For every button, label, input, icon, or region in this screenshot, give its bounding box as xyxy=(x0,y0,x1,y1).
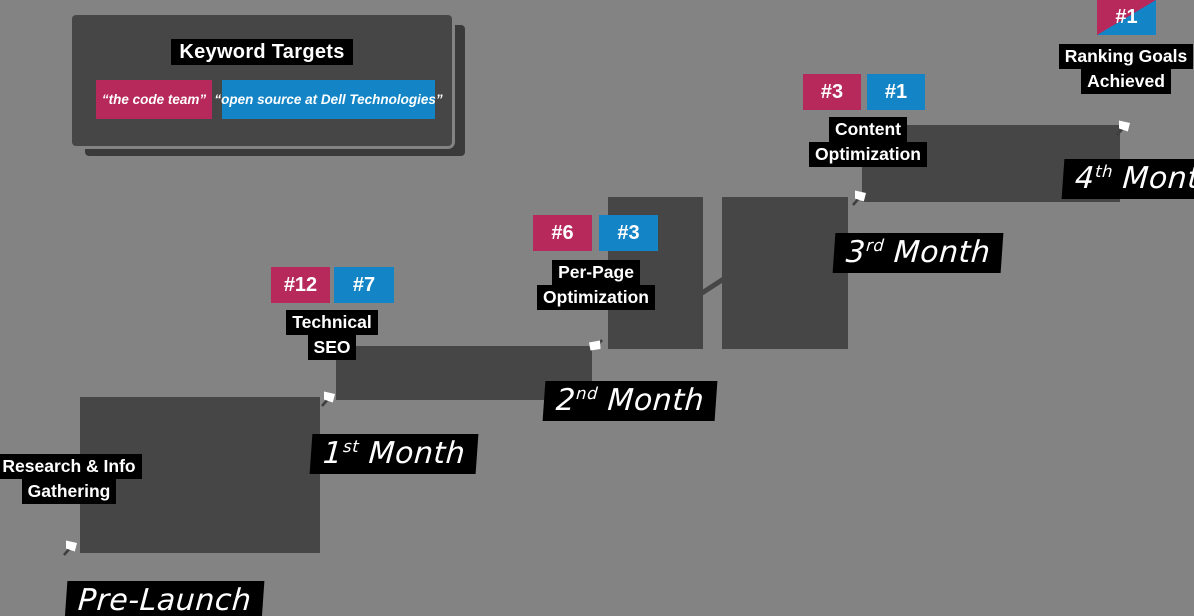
keyword-targets-panel: Keyword Targets “the code team” “open so… xyxy=(72,15,452,146)
keyword-chip-pink: “the code team” xyxy=(96,80,212,119)
rank-badge-blue-month-3: #1 xyxy=(867,74,925,110)
keyword-targets-title: Keyword Targets xyxy=(171,39,353,65)
milestone-flag-icon-month-3 xyxy=(852,190,866,206)
month-label-3rd-month: 3rd Month xyxy=(832,233,1004,273)
rank-badge-split-month-4: #1 xyxy=(1097,0,1156,35)
milestone-flag-icon-month-1 xyxy=(321,391,335,407)
month-label-pre-launch: Pre-Launch xyxy=(64,581,265,616)
month-label-1st-month: 1st Month xyxy=(309,434,479,474)
keyword-chip-row: “the code team” “open source at Dell Tec… xyxy=(96,80,443,119)
rank-badge-pink-month-1: #12 xyxy=(271,267,330,303)
milestone-flag-icon-month-2 xyxy=(589,339,603,351)
month-label-4th-month: 4th Month xyxy=(1061,159,1194,199)
milestone-flag-icon-pre-launch xyxy=(63,540,77,556)
phase-label-per-page-optimization: Per-Page Optimization xyxy=(516,260,676,310)
phase-label-content-optimization: Content Optimization xyxy=(788,117,948,167)
rank-badge-blue-month-2: #3 xyxy=(599,215,658,251)
month-label-2nd-month: 2nd Month xyxy=(542,381,718,421)
milestone-flag-icon-month-4 xyxy=(1116,120,1130,136)
rank-badge-pink-month-2: #6 xyxy=(533,215,592,251)
step-block-month-3 xyxy=(722,197,848,349)
phase-label-research-info-gathering: Research & Info Gathering xyxy=(0,454,149,504)
rank-badge-blue-month-1: #7 xyxy=(334,267,394,303)
phase-label-technical-seo: Technical SEO xyxy=(252,310,412,360)
rank-badge-pink-month-3: #3 xyxy=(803,74,861,110)
phase-label-ranking-goals-achieved: Ranking Goals Achieved xyxy=(1046,44,1194,94)
keyword-chip-blue: “open source at Dell Technologies” xyxy=(214,80,443,119)
